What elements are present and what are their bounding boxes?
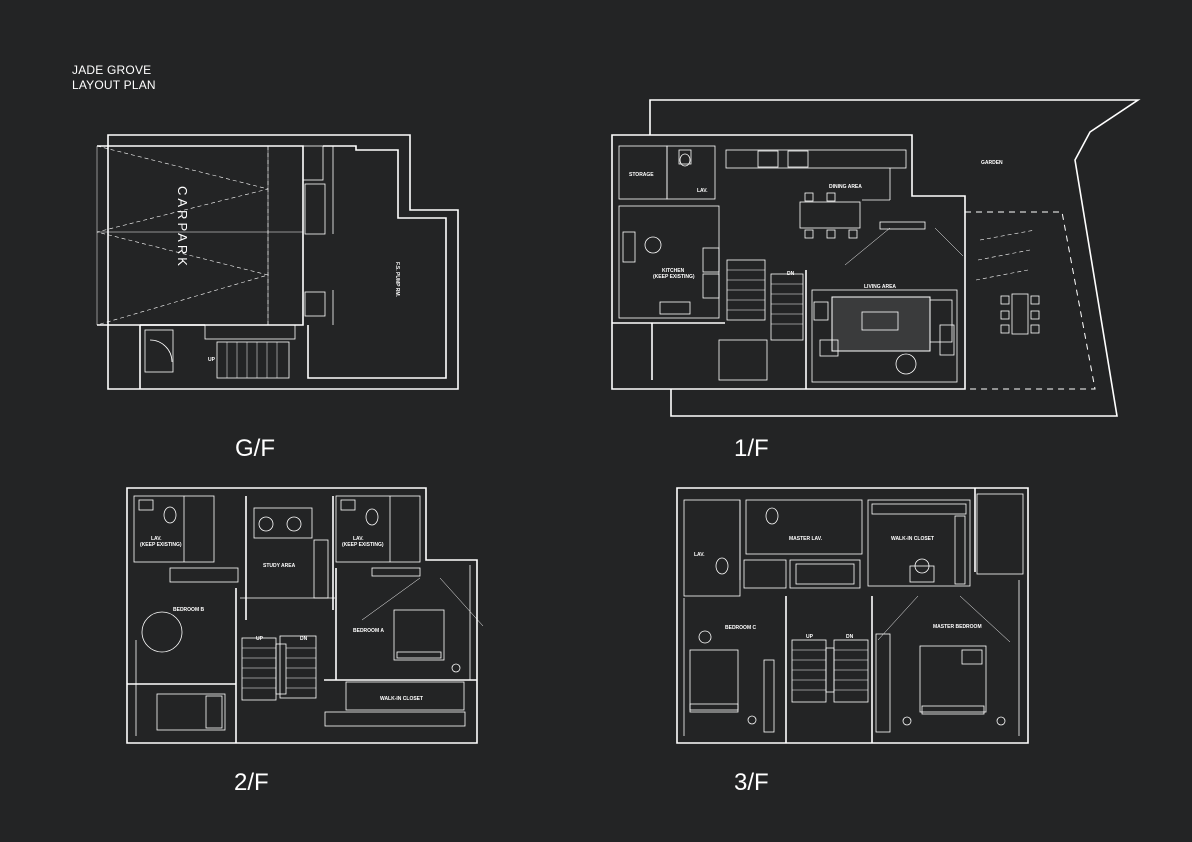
- floor-label-3f: 3/F: [734, 769, 769, 796]
- 2f-bedroom-b-label: BEDROOM B: [173, 607, 205, 613]
- 3f-master-bedroom-label: MASTER BEDROOM: [933, 624, 982, 630]
- 2f-bedroom-a-label: BEDROOM A: [353, 628, 384, 634]
- 2f-lav1-label: LAV.: [151, 536, 162, 542]
- 1f-lav-label: LAV.: [697, 188, 708, 194]
- 2f-up-label: UP: [256, 636, 264, 642]
- 2f-lav2-label: LAV.: [353, 536, 364, 542]
- plan-2f: LAV. (KEEP EXISTING) LAV. (KEEP EXISTING…: [126, 487, 484, 744]
- 3f-dn-label: DN: [846, 634, 854, 640]
- plan-gf: CARPARK F.S. PUMP RM. UP: [96, 134, 459, 390]
- gf-up-label: UP: [208, 357, 216, 363]
- 2f-study-label: STUDY AREA: [263, 563, 296, 569]
- 3f-up-label: UP: [806, 634, 814, 640]
- floor-label-2f: 2/F: [234, 769, 269, 796]
- plan-title-block: JADE GROVE LAYOUT PLAN: [72, 63, 156, 93]
- 2f-lav2-note: (KEEP EXISTING): [342, 542, 384, 548]
- gf-pump-room-label: F.S. PUMP RM.: [394, 262, 400, 298]
- 3f-bedroom-c-label: BEDROOM C: [725, 625, 757, 631]
- floor-label-gf: G/F: [235, 435, 275, 462]
- 1f-kitchen-label: KITCHEN: [662, 268, 685, 274]
- 3f-lav-label: LAV.: [694, 552, 705, 558]
- 1f-storage-label: STORAGE: [629, 172, 654, 178]
- 2f-dn-label: DN: [300, 636, 308, 642]
- 1f-living-label: LIVING AREA: [864, 284, 896, 290]
- floor-label-1f: 1/F: [734, 435, 769, 462]
- 3f-master-lav-label: MASTER LAV.: [789, 536, 823, 542]
- 2f-lav1-note: (KEEP EXISTING): [140, 542, 182, 548]
- plan-3f: LAV. MASTER LAV. WALK-IN CLOSET BEDROOM …: [676, 487, 1029, 744]
- 1f-dining-label: DINING AREA: [829, 184, 862, 190]
- project-name: JADE GROVE: [72, 63, 152, 77]
- 1f-dn-label: DN: [787, 271, 795, 277]
- drawing-name: LAYOUT PLAN: [72, 78, 156, 92]
- gf-carpark-label: CARPARK: [175, 186, 190, 269]
- plan-1f: STORAGE LAV. KITCHEN (KEEP EXISTING) DIN…: [611, 99, 1141, 417]
- 1f-kitchen-note: (KEEP EXISTING): [653, 274, 695, 280]
- 1f-garden-label: GARDEN: [981, 160, 1003, 166]
- 2f-walkin-label: WALK-IN CLOSET: [380, 696, 423, 702]
- 3f-walkin-label: WALK-IN CLOSET: [891, 536, 934, 542]
